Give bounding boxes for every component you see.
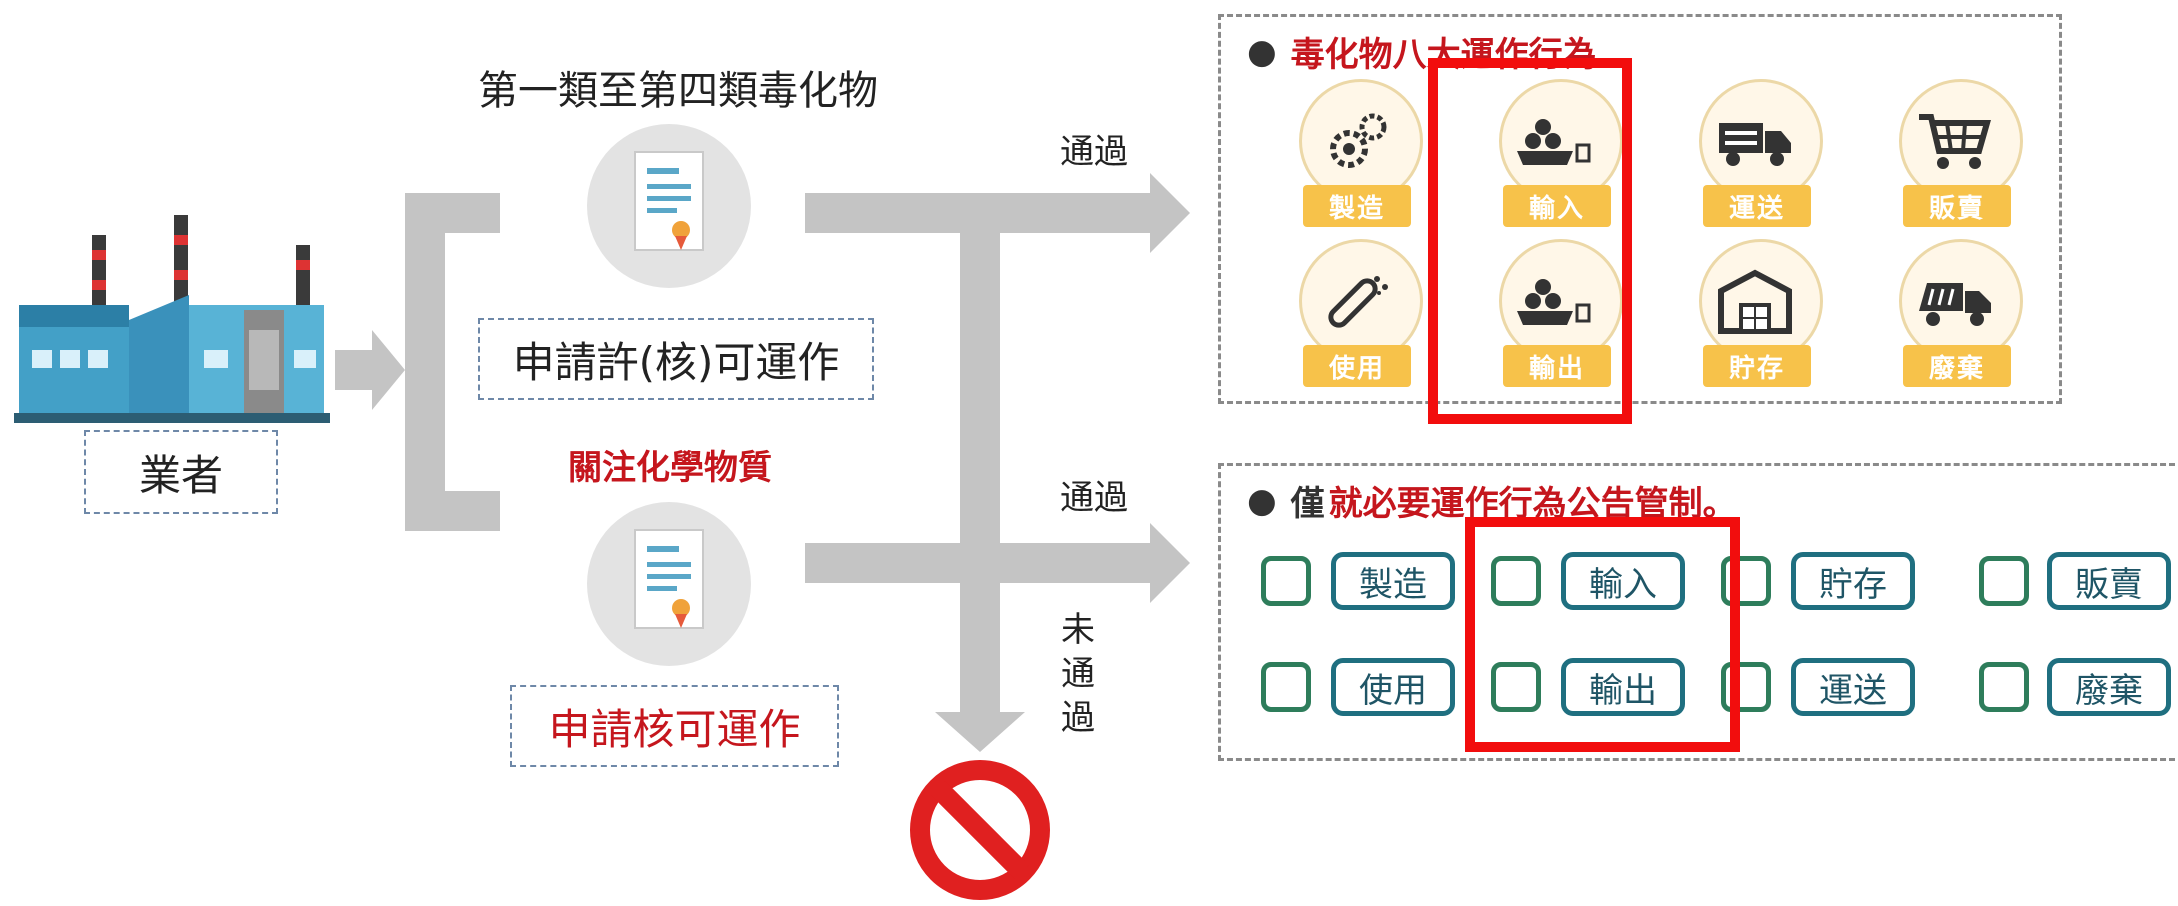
tag-sell: 販賣 [2047, 552, 2171, 610]
op-label: 販賣 [1903, 185, 2011, 227]
gears-icon [1330, 113, 1387, 168]
bullet-icon: ● [1247, 480, 1277, 521]
tag-manufacture: 製造 [1331, 552, 1455, 610]
toxic-panel-title: ● 毒化物八大運作行為 [1247, 27, 1597, 76]
top-category-label: 第一類至第四類毒化物 [478, 68, 878, 114]
op-label: 貯存 [1703, 345, 1811, 387]
fail-arrow-head [935, 712, 1025, 752]
tag-export: 輸出 [1561, 658, 1685, 716]
top-application-label: 申請許(核)可運作 [478, 318, 874, 400]
test-tube-icon [1328, 276, 1388, 328]
tag-transport: 運送 [1791, 658, 1915, 716]
checkbox-sell[interactable] [1979, 556, 2029, 606]
bottom-application-label: 申請核可運作 [510, 685, 839, 767]
factory-icon [14, 210, 330, 425]
tag-dispose: 廢棄 [2047, 658, 2171, 716]
operator-label-text: 業者 [138, 450, 223, 500]
cart-icon [1919, 114, 1991, 169]
bottom-pass-arrow [1150, 523, 1190, 603]
warehouse-icon [1718, 269, 1792, 334]
concern-operations-panel: ● 僅 就必要運作行為公告管制。 製造 輸入 貯存 販賣 使用 輸出 運送 廢棄 [1218, 463, 2175, 761]
bracket-spine [405, 193, 445, 531]
op-storage: 貯存 [1671, 239, 1841, 419]
op-label: 輸入 [1503, 185, 1611, 227]
checkbox-transport[interactable] [1721, 662, 1771, 712]
top-application-text: 申請許(核)可運作 [512, 337, 840, 387]
op-export: 輸出 [1471, 239, 1641, 419]
ship-import-icon [1517, 119, 1591, 165]
bottom-category-label: 關注化學物質 [568, 448, 772, 488]
op-import: 輸入 [1471, 79, 1641, 259]
fail-label-char: 過 [1061, 698, 1095, 738]
bottom-application-text: 申請核可運作 [548, 704, 801, 754]
bracket-top [405, 193, 500, 233]
op-sell: 販賣 [1871, 79, 2041, 259]
op-transport: 運送 [1671, 79, 1841, 259]
prohibited-icon [905, 755, 1055, 902]
op-label: 輸出 [1503, 345, 1611, 387]
op-dispose: 廢棄 [1871, 239, 2041, 419]
op-label: 製造 [1303, 185, 1411, 227]
checkbox-export[interactable] [1491, 662, 1541, 712]
operator-arrow [335, 330, 405, 410]
checkbox-use[interactable] [1261, 662, 1311, 712]
bottom-pass-label: 通過 [1060, 478, 1128, 518]
op-label: 廢棄 [1903, 345, 2011, 387]
fail-shaft [960, 213, 1000, 713]
checkbox-import[interactable] [1491, 556, 1541, 606]
waste-truck-icon [1919, 283, 1991, 326]
fail-label-char: 未 [1061, 610, 1095, 650]
tag-storage: 貯存 [1791, 552, 1915, 610]
certificate-icon [585, 500, 753, 668]
top-pass-arrow [1150, 173, 1190, 253]
tag-use: 使用 [1331, 658, 1455, 716]
fail-label-char: 通 [1061, 654, 1095, 694]
checkbox-storage[interactable] [1721, 556, 1771, 606]
bullet-icon: ● [1247, 31, 1277, 72]
top-pass-label: 通過 [1060, 132, 1128, 172]
ship-export-icon [1517, 279, 1591, 325]
op-label: 使用 [1303, 345, 1411, 387]
checkbox-dispose[interactable] [1979, 662, 2029, 712]
op-label: 運送 [1703, 185, 1811, 227]
checkbox-manufacture[interactable] [1261, 556, 1311, 606]
toxic-operations-panel: ● 毒化物八大運作行為 製造 輸入 運送 [1218, 14, 2062, 404]
concern-panel-title-prefix: 僅 [1290, 484, 1325, 524]
toxic-panel-title-text: 毒化物八大運作行為 [1290, 35, 1597, 75]
truck-icon [1719, 123, 1791, 166]
op-manufacture: 製造 [1271, 79, 1441, 259]
tag-import: 輸入 [1561, 552, 1685, 610]
fail-label: 未 通 過 [1058, 608, 1098, 740]
op-use: 使用 [1271, 239, 1441, 419]
highlight-import-export-toxic [1428, 58, 1632, 424]
bracket-bottom [405, 491, 500, 531]
operator-label: 業者 [84, 430, 278, 514]
certificate-icon [585, 122, 753, 290]
highlight-import-export-concern [1465, 517, 1740, 752]
